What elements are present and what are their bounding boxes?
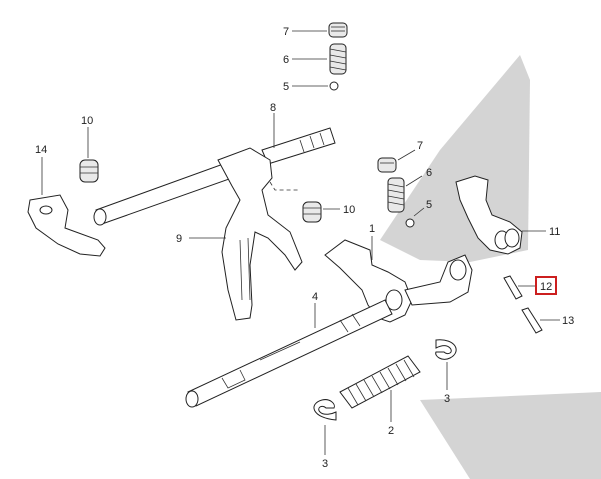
part-fork-1[interactable] [324,239,473,323]
part-fork-9[interactable] [217,147,303,321]
part-pin-12[interactable] [503,275,523,300]
part-spring-6-middle[interactable] [387,177,405,213]
callout-12[interactable]: 12 [540,281,552,293]
part-clip-3-left[interactable] [313,399,337,421]
callout-9: 9 [176,233,182,245]
callout-5-top: 5 [283,81,289,93]
part-cap-10-left[interactable] [79,159,99,183]
part-lever-11[interactable] [455,175,523,255]
callout-5-middle: 5 [426,199,432,211]
callout-3-right: 3 [444,393,450,405]
part-clip-3-right[interactable] [435,339,457,360]
part-shaft-4[interactable] [185,299,393,408]
callout-12-highlight-box[interactable] [535,276,557,295]
callout-10-middle: 10 [343,204,355,216]
part-bracket-14[interactable] [27,194,106,257]
part-cap-10-middle[interactable] [302,201,322,223]
background-shade-lower [420,392,601,479]
callout-6-middle: 6 [426,167,432,179]
callout-7-middle: 7 [417,140,423,152]
part-spring-6-top[interactable] [329,43,347,75]
callout-7-top: 7 [283,26,289,38]
callout-2: 2 [388,425,394,437]
callout-4: 4 [312,291,318,303]
callout-13: 13 [562,315,574,327]
callout-8: 8 [270,102,276,114]
callout-14: 14 [35,144,47,156]
part-pin-13[interactable] [521,307,543,334]
part-ball-5-middle[interactable] [405,218,415,228]
part-cap-7-middle[interactable] [377,157,397,173]
callout-6-top: 6 [283,54,289,66]
background-shade-upper [380,55,530,262]
callout-1: 1 [369,223,375,235]
part-ball-5-top[interactable] [329,81,339,91]
part-spring-2[interactable] [339,355,421,409]
part-cap-7-top[interactable] [328,22,348,38]
callout-11: 11 [549,226,560,238]
callout-3-left: 3 [322,458,328,470]
part-shaft-8[interactable] [93,127,336,226]
callout-10-left: 10 [81,115,93,127]
